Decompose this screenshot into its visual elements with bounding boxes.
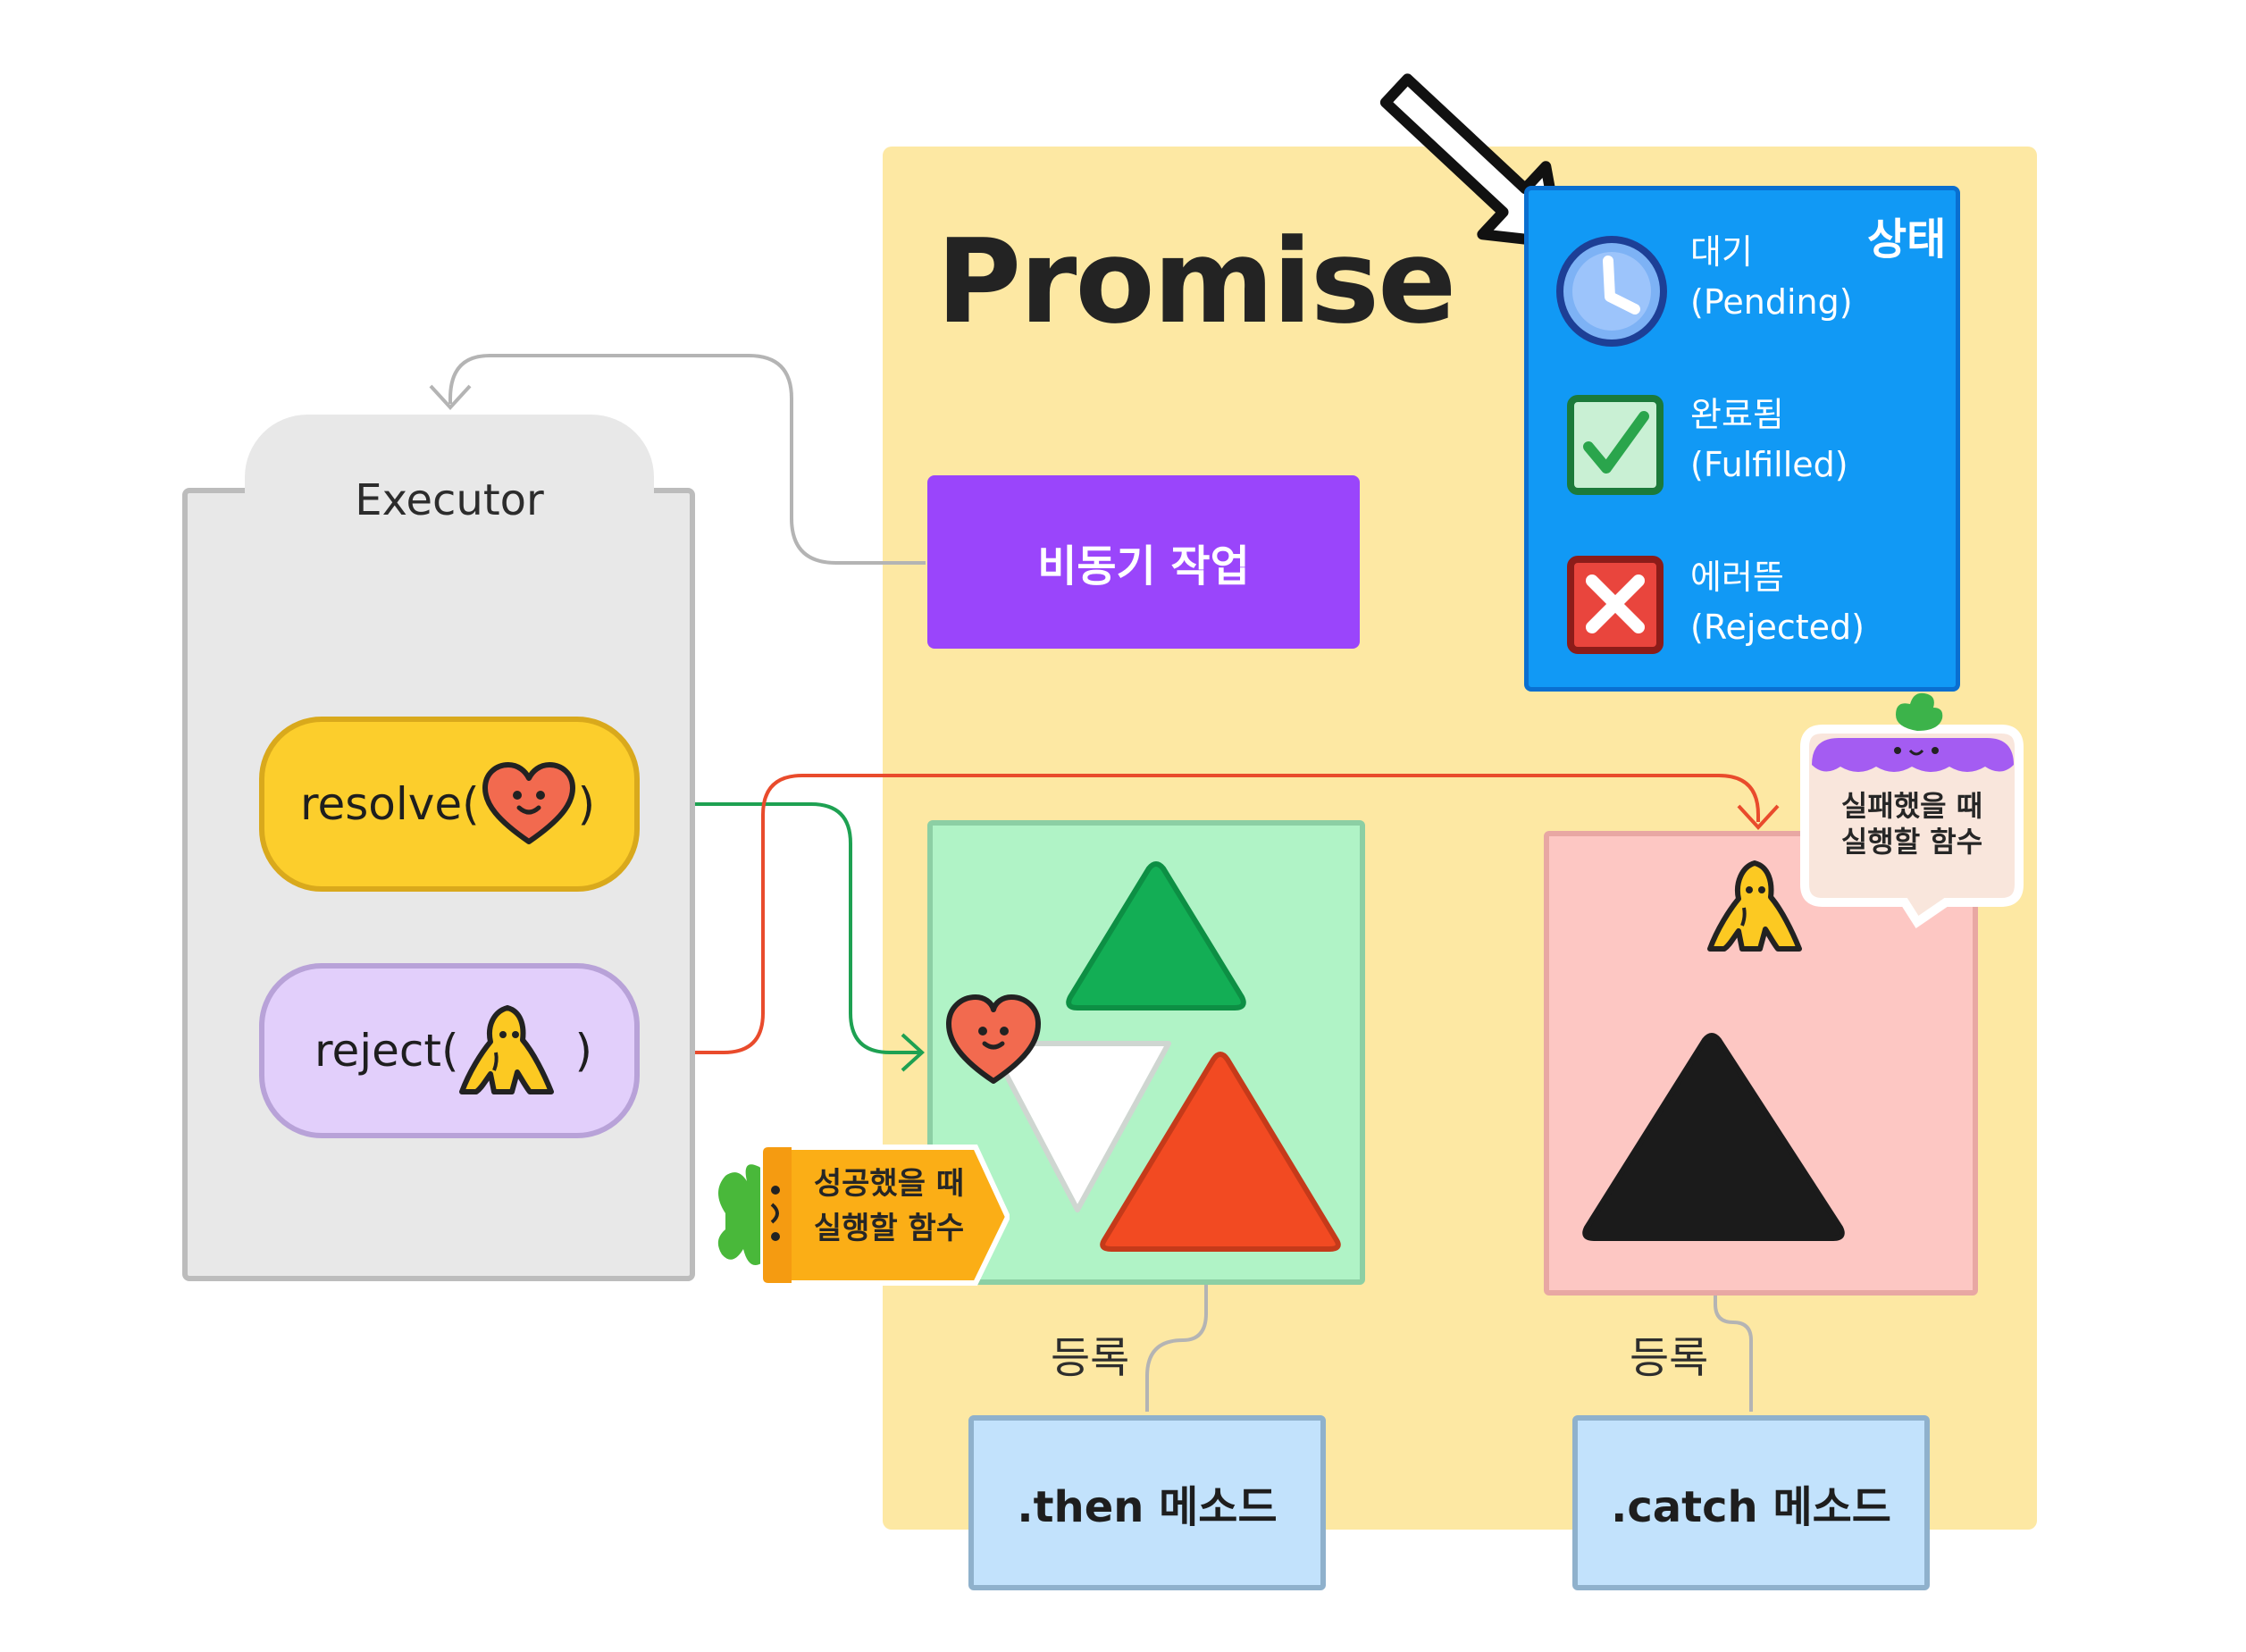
then-register-label: 등록 xyxy=(1051,1333,1130,1383)
executor-tab xyxy=(245,415,654,584)
reject-pill: reject( ) xyxy=(259,963,640,1138)
async-to-executor-arrowhead xyxy=(429,384,472,410)
heart-icon xyxy=(946,994,1041,1084)
reject-arrowhead xyxy=(1737,804,1780,830)
resolve-pill: resolve( ) xyxy=(259,717,640,892)
catch-register-connector xyxy=(1714,1254,1753,1412)
failure-tag-line2: 실행할 함수 xyxy=(1840,825,1983,859)
then-shapes xyxy=(946,861,1341,1252)
success-tag-carrot xyxy=(717,1145,1010,1286)
red-triangle xyxy=(1100,1052,1341,1252)
heart-icon xyxy=(482,762,575,844)
executor-label: Executor xyxy=(355,475,544,525)
x-mark-icon xyxy=(1567,556,1664,654)
reject-connector xyxy=(643,774,1760,1054)
banana-peel-icon xyxy=(459,1005,555,1094)
then-register-connector xyxy=(1145,1262,1208,1412)
resolve-close-paren: ) xyxy=(577,778,596,830)
catch-method-box: .catch 메소드 xyxy=(1572,1415,1930,1590)
reject-close-paren: ) xyxy=(574,1025,592,1077)
clock-icon xyxy=(1556,236,1667,347)
state-fulfilled-label: 완료됨 xyxy=(1690,395,1784,434)
catch-method-label: .catch 메소드 xyxy=(1611,1482,1891,1532)
state-pending-english: (Pending) xyxy=(1690,282,1853,322)
banana-peel-icon xyxy=(1707,860,1802,952)
promise-title: Promise xyxy=(936,214,1456,349)
failure-tag-line1: 실패했을 때 xyxy=(1840,789,1983,823)
then-method-box: .then 메소드 xyxy=(968,1415,1326,1590)
green-triangle xyxy=(1066,861,1246,1010)
async-to-executor-connector xyxy=(448,354,926,565)
then-method-label: .then 메소드 xyxy=(1017,1482,1278,1532)
async-job-label: 비동기 작업 xyxy=(1037,541,1250,591)
catch-register-label: 등록 xyxy=(1630,1333,1709,1383)
pointer-arrow-icon xyxy=(1379,73,1565,248)
async-job-box: 비동기 작업 xyxy=(927,475,1360,649)
success-tag-line2: 실행할 함수 xyxy=(813,1211,965,1246)
white-triangle xyxy=(987,1041,1171,1212)
state-pending-label: 대기 xyxy=(1690,232,1753,272)
resolve-arrowhead xyxy=(901,1033,925,1072)
success-tag-line1: 성공했을 때 xyxy=(813,1166,965,1202)
resolve-connector xyxy=(643,802,920,1054)
reject-label: reject( xyxy=(314,1025,459,1077)
resolve-label: resolve( xyxy=(300,778,480,830)
state-rejected-label: 에러뜸 xyxy=(1690,558,1784,597)
checkmark-icon xyxy=(1567,395,1664,495)
black-triangle xyxy=(1582,1033,1845,1241)
state-fulfilled-english: (Fulfilled) xyxy=(1690,445,1848,484)
state-rejected-english: (Rejected) xyxy=(1690,608,1865,647)
failure-tag-bubble xyxy=(1800,692,2024,929)
state-title: 상태 xyxy=(1867,214,1947,264)
catch-shapes xyxy=(1582,860,1845,1241)
